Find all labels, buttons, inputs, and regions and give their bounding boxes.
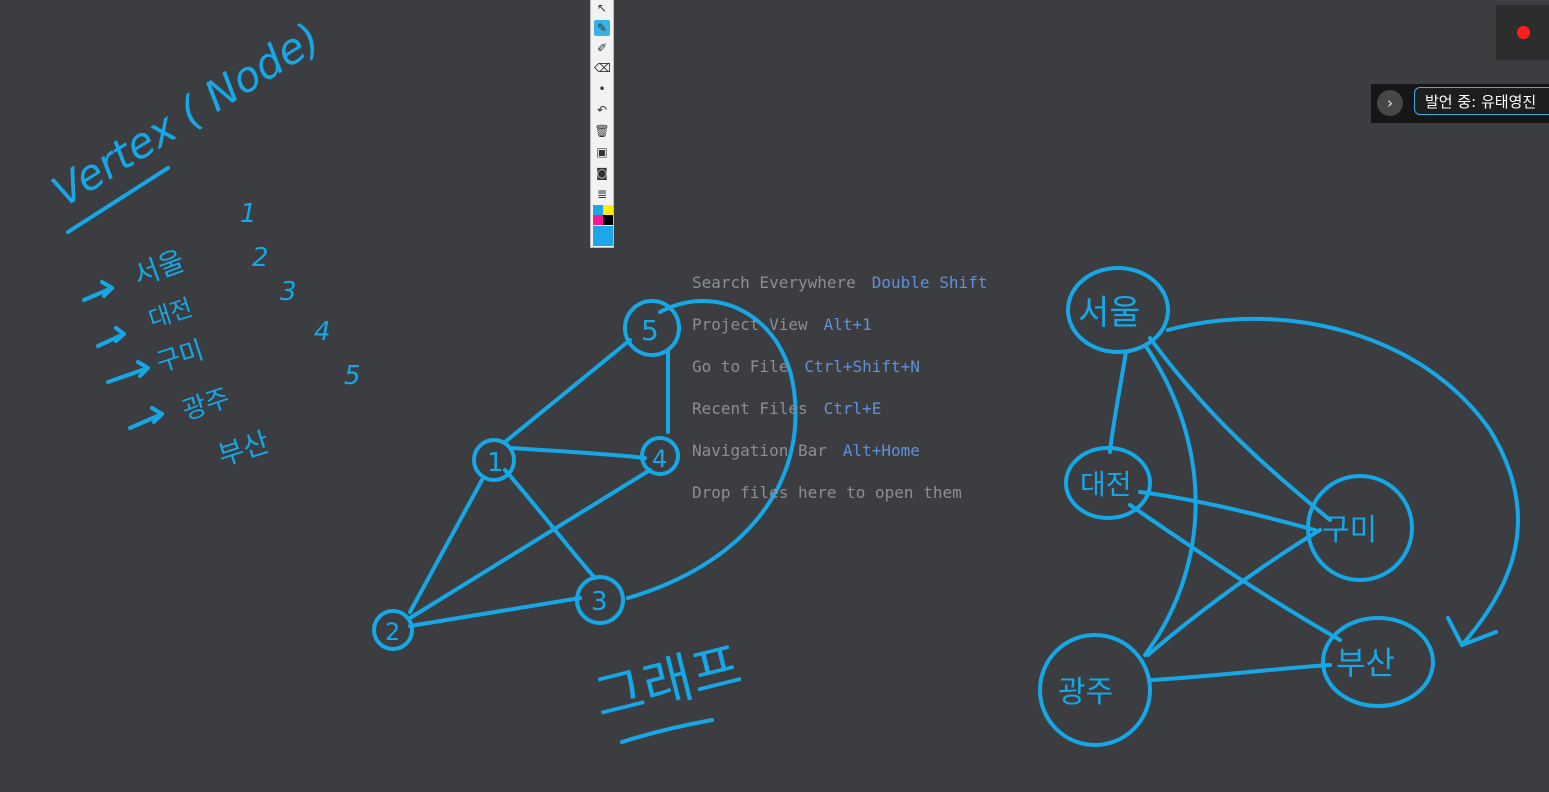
city-graph-edge xyxy=(1138,490,1317,532)
list-arrow xyxy=(128,406,164,430)
graph-node-circle xyxy=(372,609,414,651)
hint-label: Go to File xyxy=(692,357,789,376)
city-node-label: 대전 xyxy=(1080,468,1132,501)
dot-size-icon[interactable]: • xyxy=(598,82,606,96)
eraser-icon[interactable]: ⌫ xyxy=(594,61,611,75)
graph-node-label: 1 xyxy=(487,448,504,478)
hint-search-everywhere: Search Everywhere Double Shift xyxy=(692,270,987,312)
graph-node-label: 3 xyxy=(591,587,608,617)
hint-shortcut: Ctrl+E xyxy=(823,399,882,418)
city-node-circle xyxy=(1038,633,1152,747)
list-city-daejeon: 대전 xyxy=(145,293,196,333)
speaker-bar: › 발언 중: 유태영진 xyxy=(1371,84,1549,123)
graph-node-circle xyxy=(472,438,516,482)
graph-edge xyxy=(510,446,647,460)
recording-indicator xyxy=(1496,5,1549,60)
city-graph-edge xyxy=(1150,663,1332,682)
graph-edge xyxy=(503,468,597,580)
graph-edge xyxy=(408,468,652,620)
palette-swatch-magenta[interactable] xyxy=(593,215,603,225)
current-color-swatch[interactable] xyxy=(593,226,613,246)
city-list-annotation: 서울 대전 구미 광주 부산 1 2 3 4 5 xyxy=(82,199,361,473)
city-graph-edge xyxy=(1166,316,1520,647)
undo-icon[interactable]: ↶ xyxy=(596,103,608,117)
screen-icon[interactable]: ▣ xyxy=(596,145,608,159)
chevron-right-icon[interactable]: › xyxy=(1377,90,1403,116)
hint-drop-files: Drop files here to open them xyxy=(692,480,987,522)
hint-recent-files: Recent Files Ctrl+E xyxy=(692,396,987,438)
list-city-busan: 부산 xyxy=(214,425,273,472)
list-number: 1 xyxy=(240,199,257,229)
city-node-circle xyxy=(1306,474,1414,582)
camera-icon[interactable]: ◙ xyxy=(596,166,608,180)
city-node-circle xyxy=(1064,446,1152,520)
hint-label: Recent Files xyxy=(692,399,808,418)
list-city-seoul: 서울 xyxy=(129,244,189,293)
hint-go-to-file: Go to File Ctrl+Shift+N xyxy=(692,354,987,396)
list-arrow xyxy=(106,360,150,384)
pen-toolbar: ↖ ✎ ✐ ⌫ • ↶ 🗑 ▣ ◙ ≣ xyxy=(590,0,614,248)
list-city-gwangju: 광주 xyxy=(179,383,234,426)
list-number: 4 xyxy=(314,317,331,347)
marker-icon[interactable]: ✐ xyxy=(596,41,608,55)
editor-empty-hints: Search Everywhere Double Shift Project Vi… xyxy=(692,270,987,522)
city-node-label: 부산 xyxy=(1336,644,1395,682)
palette-swatch-blue[interactable] xyxy=(593,205,603,215)
hint-label: Project View xyxy=(692,315,808,334)
caption-stroke xyxy=(620,718,714,744)
city-graph-edge xyxy=(1146,528,1322,657)
city-node-label: 구미 xyxy=(1322,513,1377,548)
graph-node-circle xyxy=(640,436,680,476)
graph-node-label: 5 xyxy=(641,314,659,347)
hint-shortcut: Ctrl+Shift+N xyxy=(804,357,920,376)
graph-edge xyxy=(503,338,632,444)
hint-navigation-bar: Navigation Bar Alt+Home xyxy=(692,438,987,480)
trash-icon[interactable]: 🗑 xyxy=(594,124,610,138)
list-number: 2 xyxy=(252,243,269,273)
list-arrow xyxy=(96,326,126,348)
palette-swatch-black[interactable] xyxy=(603,215,613,225)
city-graph-edge xyxy=(1148,336,1332,522)
city-node-label: 서울 xyxy=(1078,293,1141,333)
record-dot-icon xyxy=(1517,26,1530,39)
list-number: 3 xyxy=(280,277,297,307)
numbered-graph-drawing: 5 1 4 2 3 xyxy=(372,299,798,651)
graph-edge xyxy=(408,596,582,628)
hint-label: Drop files here to open them xyxy=(692,483,962,502)
city-node-label: 광주 xyxy=(1058,675,1113,710)
hint-label: Navigation Bar xyxy=(692,441,827,460)
notepad-icon[interactable]: ≣ xyxy=(596,187,608,201)
hint-project-view: Project View Alt+1 xyxy=(692,312,987,354)
city-graph-drawing: 서울 대전 구미 광주 부산 xyxy=(1038,266,1520,747)
vertex-title-underline xyxy=(66,166,170,234)
list-number: 5 xyxy=(344,361,361,391)
pen-icon[interactable]: ✎ xyxy=(594,20,610,36)
graph-caption-text: 그래프 xyxy=(588,633,748,730)
graph-node-circle xyxy=(623,299,681,357)
hint-shortcut: Double Shift xyxy=(871,273,988,292)
city-graph-edge xyxy=(1128,503,1342,642)
select-arrow-icon[interactable]: ↖ xyxy=(596,1,608,15)
graph-node-label: 4 xyxy=(652,445,667,473)
city-graph-arrowhead xyxy=(1446,616,1498,647)
graph-edge xyxy=(408,478,484,614)
palette-swatch-yellow[interactable] xyxy=(603,205,613,215)
graph-edge xyxy=(626,299,798,600)
list-arrow xyxy=(82,280,114,302)
city-node-circle xyxy=(1066,266,1170,354)
city-node-circle xyxy=(1321,616,1435,708)
city-graph-edge xyxy=(1108,350,1128,454)
hint-shortcut: Alt+Home xyxy=(842,441,920,460)
vertex-title-text: Vertex ( Node) xyxy=(43,13,328,217)
graph-node-label: 2 xyxy=(385,618,400,646)
hint-shortcut: Alt+1 xyxy=(823,315,872,334)
graph-node-circle xyxy=(575,575,625,625)
list-city-gumi: 구미 xyxy=(153,335,208,378)
vertex-title-annotation: Vertex ( Node) xyxy=(43,13,328,234)
speaking-indicator: 발언 중: 유태영진 xyxy=(1414,87,1549,115)
hint-label: Search Everywhere xyxy=(692,273,856,292)
graph-caption-annotation: 그래프 xyxy=(588,633,748,744)
